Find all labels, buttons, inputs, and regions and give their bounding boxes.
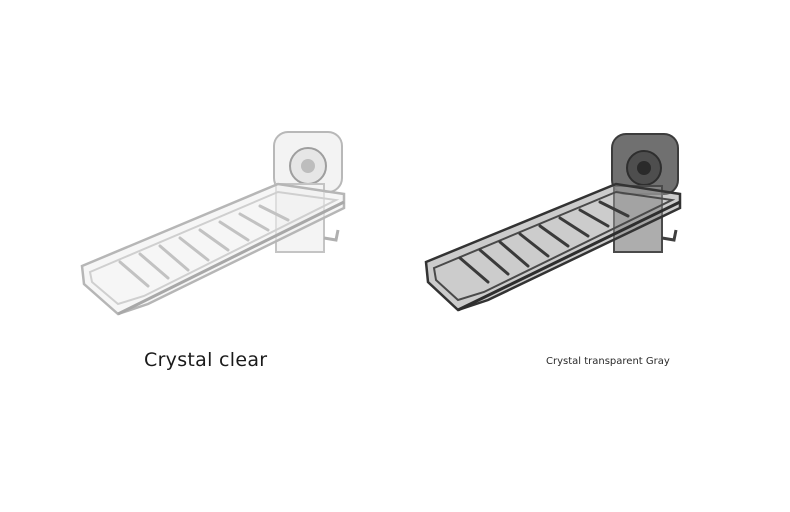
product-image-crystal-clear — [78, 128, 350, 320]
caption-crystal-clear: Crystal clear — [144, 349, 268, 371]
caption-crystal-gray: Crystal transparent Gray — [546, 356, 670, 367]
product-image-crystal-gray — [422, 130, 684, 316]
sink-caddy-gray-illustration — [424, 133, 682, 312]
sink-caddy-clear-illustration — [80, 131, 346, 316]
